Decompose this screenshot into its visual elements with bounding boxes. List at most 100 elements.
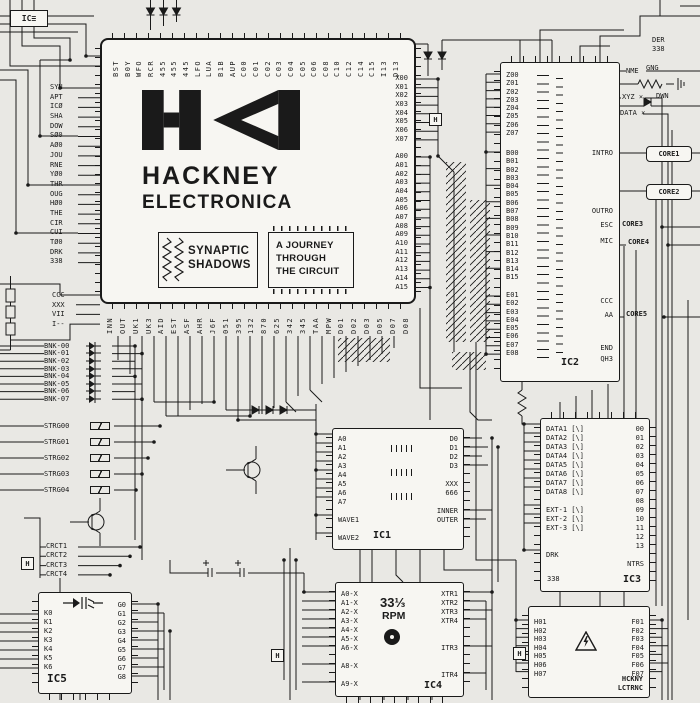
ic3-left-pins: DATA1 [\]DATA2 [\]DATA3 [\]DATA4 [\]DATA… <box>546 425 584 560</box>
pin-label: 870 <box>260 316 269 334</box>
pin-label: B06 <box>506 198 519 207</box>
bank-label: BNK-02 <box>44 356 70 365</box>
pin-label: J6F <box>208 316 217 334</box>
pin-label: JOU <box>50 150 63 159</box>
pin-label: AID <box>157 316 166 334</box>
pin-label: E02 <box>506 299 519 308</box>
pin-label: H01 <box>534 618 547 626</box>
pin-label: DATA4 [\] <box>546 452 584 460</box>
bank-row: BNK-06 <box>44 387 101 396</box>
pin-stubs-left <box>32 601 38 685</box>
pin-label: K5 <box>44 654 53 662</box>
pin-stubs-top <box>112 33 404 39</box>
pin-stubs-right <box>415 48 421 294</box>
diode-icon <box>86 394 101 403</box>
pin-label: A04 <box>395 186 408 195</box>
pin-label: RNE <box>50 160 63 169</box>
pin-label: EXT-3 [\] <box>546 524 584 532</box>
pin-label: F04 <box>631 643 644 652</box>
pin-label: A02 <box>395 169 408 178</box>
pin-stubs-left <box>326 437 332 541</box>
pin-label: CIR <box>50 218 63 227</box>
pin-label: B08 <box>506 215 519 224</box>
pin-label: K2 <box>44 627 53 635</box>
resistor-box-icon <box>90 454 110 462</box>
pin-label: A06 <box>395 204 408 213</box>
pin-label: A1-X <box>341 599 358 607</box>
string-rows: STRG00 STRG01 STRG02 STRG03 STRG04 <box>44 418 110 498</box>
pin-label: K4 <box>44 645 53 653</box>
ic3-chip: DATA1 [\]DATA2 [\]DATA3 [\]DATA4 [\]DATA… <box>534 412 656 592</box>
pin-label: 455 <box>158 59 167 77</box>
pin-label: B09 <box>506 223 519 232</box>
pin-label: A6-X <box>341 644 358 652</box>
pin-label: 051 <box>221 316 230 334</box>
pin-label: RCR <box>146 59 155 77</box>
pin-label: B0Y <box>123 59 132 77</box>
pin-label: B12 <box>506 248 519 257</box>
capacitor-column-icon <box>556 78 563 356</box>
string-label: STRG03 <box>44 470 70 478</box>
pin-label: DATA6 [\] <box>546 470 584 478</box>
pin-label: Z01 <box>506 79 519 88</box>
pin-label: B01 <box>506 157 519 166</box>
pin-label: CUI <box>50 228 63 237</box>
pin-label: A0 <box>338 435 347 443</box>
pin-label: A00 <box>395 152 408 161</box>
pin-label: XTR1 <box>441 590 458 598</box>
pin-label: D2 <box>449 453 458 461</box>
pin-label: A15 <box>395 282 408 291</box>
pin-label: A10 <box>395 239 408 248</box>
resistor-zigzag-icon <box>162 237 185 282</box>
pin-label: B04 <box>506 182 519 191</box>
pin-label: C14 <box>356 59 365 77</box>
pin-label: K3 <box>44 636 53 644</box>
pin-label: E07 <box>506 340 519 349</box>
pin-label: 13 <box>635 542 644 550</box>
pin-stubs-bottom <box>112 303 404 309</box>
pin-label: A9-X <box>341 680 358 688</box>
pin-label: B13 <box>506 256 519 265</box>
pin-label: A12 <box>395 256 408 265</box>
pin-label: B05 <box>506 190 519 199</box>
pin-label <box>441 635 458 644</box>
pin-label <box>378 144 408 153</box>
pin-label: X03 <box>395 100 408 109</box>
string-label: STRG00 <box>44 422 70 430</box>
pin-label: EXT-1 [\] <box>546 506 584 514</box>
ic3-label: IC3 <box>622 574 641 585</box>
string-label: STRG02 <box>44 454 70 462</box>
bank-label: BNK-03 <box>44 364 70 373</box>
pin-label: 11 <box>635 524 644 532</box>
pin-label: G2 <box>117 619 126 627</box>
pin-label: B11 <box>506 240 519 249</box>
pin-label: 03 <box>635 452 644 460</box>
pin-label: A1 <box>338 444 347 452</box>
pin-label: DATA5 [\] <box>546 461 584 469</box>
resistor-box-icon <box>90 486 110 494</box>
hk-logo <box>142 90 300 150</box>
pin-label <box>341 671 358 680</box>
pin-label: E01 <box>506 291 519 299</box>
hckny-brand-line2: LCTRNC <box>617 684 643 692</box>
pin-label: EXT-2 [\] <box>546 515 584 523</box>
pin-label: DATA2 [\] <box>546 434 584 442</box>
pin-label: OUTER <box>436 516 458 524</box>
pin-label <box>441 653 458 662</box>
pin-label: Z00 <box>506 71 519 79</box>
pin-label: D08 <box>401 316 410 334</box>
pin-label: G1 <box>117 610 126 618</box>
pin-label: K6 <box>44 663 53 671</box>
pin-label: G7 <box>117 664 126 672</box>
pin-label: E04 <box>506 315 519 324</box>
